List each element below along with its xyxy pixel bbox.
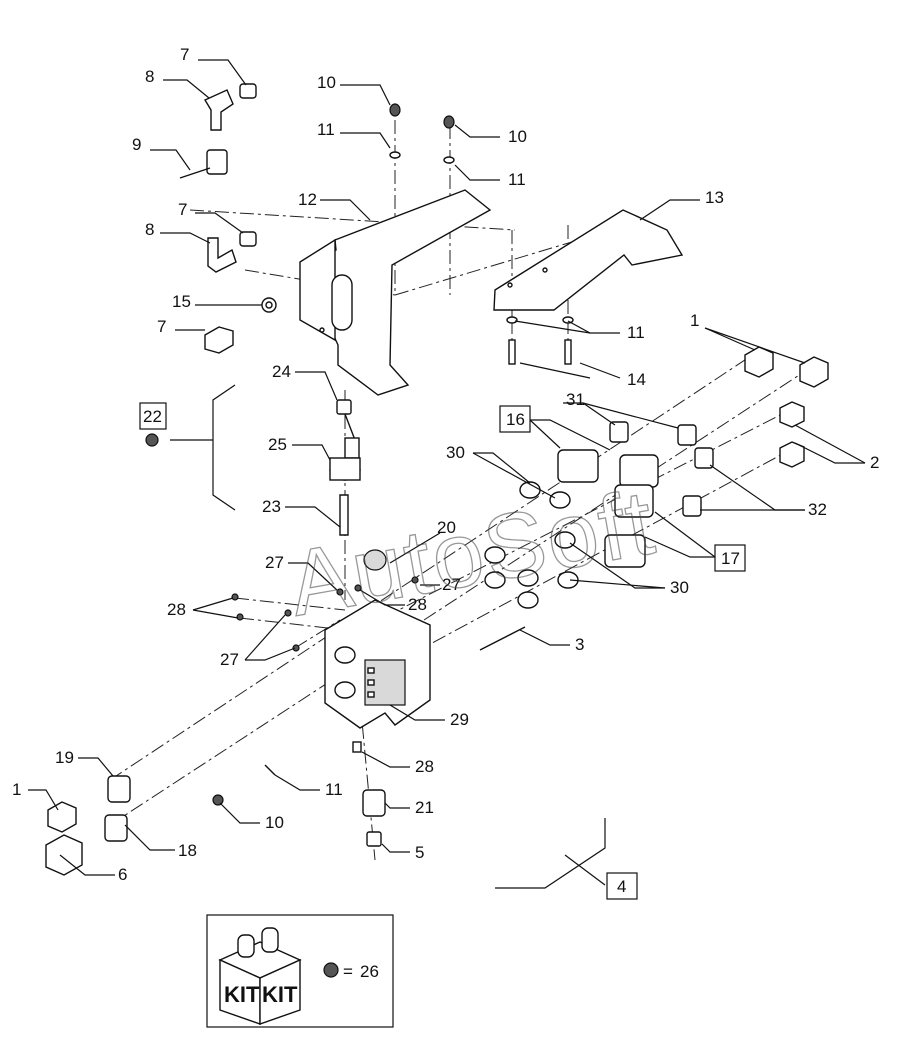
callout-22: 22 — [143, 407, 162, 426]
callout-7: 7 — [180, 45, 189, 64]
elbow-fitting-top — [179, 83, 257, 273]
callout-28: 28 — [415, 757, 434, 776]
tie-rod-3 — [479, 626, 526, 651]
bracket-12 — [299, 189, 492, 396]
callout-15: 15 — [172, 292, 191, 311]
callout-19: 19 — [55, 748, 74, 767]
callout-23: 23 — [262, 497, 281, 516]
callout-27: 27 — [220, 650, 239, 669]
callout-10: 10 — [508, 127, 527, 146]
kit-number: 26 — [360, 962, 379, 981]
callout-3: 3 — [575, 635, 584, 654]
caps-right — [744, 346, 829, 468]
lower-fittings — [45, 764, 386, 876]
callout-1: 1 — [690, 311, 699, 330]
kit-dot-icon — [323, 962, 339, 978]
callout-11: 11 — [317, 120, 335, 139]
callout-28: 28 — [408, 595, 427, 614]
callout-31: 31 — [566, 390, 585, 409]
small-plugs-27-28 — [231, 576, 419, 753]
callout-14: 14 — [627, 370, 646, 389]
callout-2: 2 — [870, 453, 879, 472]
callout-7: 7 — [178, 200, 187, 219]
bracket-13 — [493, 209, 684, 311]
kit-equals: = — [343, 962, 353, 981]
callout-10: 10 — [265, 813, 284, 832]
callout-12: 12 — [298, 190, 317, 209]
kit-legend: KIT KIT = 26 — [206, 914, 394, 1028]
callout-13: 13 — [705, 188, 724, 207]
callout-11: 11 — [325, 780, 343, 799]
callout-10: 10 — [317, 73, 336, 92]
callout-7: 7 — [157, 317, 166, 336]
callout-27: 27 — [265, 553, 284, 572]
callout-20: 20 — [437, 518, 456, 537]
leader-lines — [28, 59, 866, 889]
callout-21: 21 — [415, 798, 434, 817]
kit-dot-icon — [145, 433, 159, 447]
boxed-callouts: 22 16 17 4 — [139, 402, 746, 900]
callout-29: 29 — [450, 710, 469, 729]
callout-28: 28 — [167, 600, 186, 619]
coil-assembly — [170, 384, 387, 571]
callout-25: 25 — [268, 435, 287, 454]
callout-4: 4 — [617, 877, 626, 896]
callout-9: 9 — [132, 135, 141, 154]
callout-8: 8 — [145, 67, 154, 86]
kit-label-left: KIT — [224, 982, 260, 1007]
callout-11: 11 — [508, 170, 526, 189]
valve-cartridges — [557, 421, 714, 568]
callout-27: 27 — [442, 575, 461, 594]
callout-1: 1 — [12, 780, 21, 799]
callout-30: 30 — [446, 443, 465, 462]
kit-label-right: KIT — [262, 982, 298, 1007]
callout-32: 32 — [808, 500, 827, 519]
axis-lines — [109, 120, 811, 861]
nut-and-washer-left — [204, 297, 277, 354]
callout-labels: 7 8 9 7 8 15 7 10 11 10 11 12 13 11 14 1… — [12, 45, 879, 884]
callout-30: 30 — [670, 578, 689, 597]
callout-8: 8 — [145, 220, 154, 239]
callout-6: 6 — [118, 865, 127, 884]
watermark: AutoSoft — [282, 471, 663, 636]
callout-24: 24 — [272, 362, 291, 381]
callout-5: 5 — [415, 843, 424, 862]
bolts-washers-bracket — [389, 103, 574, 365]
callout-17: 17 — [721, 549, 740, 568]
callout-16: 16 — [506, 410, 525, 429]
callout-11: 11 — [627, 323, 645, 342]
valve-body-29 — [324, 599, 431, 729]
callout-18: 18 — [178, 841, 197, 860]
